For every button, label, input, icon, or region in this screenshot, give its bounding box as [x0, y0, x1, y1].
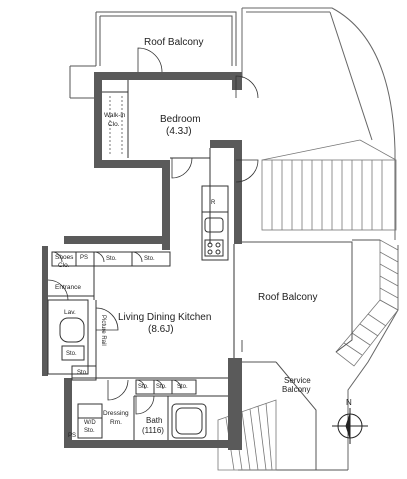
building-outline-right [241, 7, 399, 470]
walls [42, 72, 242, 450]
storage-entrance-1-label: Sto. [106, 256, 117, 262]
roof-balcony-top-label: Roof Balcony [144, 37, 204, 48]
closet-rail [109, 96, 123, 154]
compass-north-label: N [346, 398, 352, 407]
storage-hall-label: Sto. [77, 370, 88, 376]
storage-entrance-2-label: Sto. [144, 256, 155, 262]
picture-rail-label: Picture Rail [99, 315, 106, 346]
compass-icon [332, 408, 368, 444]
bath-label: Bath [146, 416, 163, 425]
dressing-room-label-2: Rm. [110, 419, 122, 426]
walk-in-closet-label: Walk-in [104, 112, 126, 119]
service-balcony-label: Service [284, 376, 311, 385]
storage-ldk-2-label: Sto. [156, 384, 167, 390]
washer-dryer-label: W/D [84, 420, 96, 426]
ps-top-label: PS [80, 255, 89, 261]
bedroom-label: Bedroom [160, 114, 201, 125]
storage-ldk-1-label: Sto. [138, 384, 149, 390]
refrigerator-label: R [211, 200, 216, 206]
dressing-room-label: Dressing [103, 410, 129, 417]
roof-balcony-right-area [241, 239, 380, 353]
ps-bottom-label: PS [68, 433, 77, 439]
interior-partitions [47, 80, 235, 440]
roof-balcony-right-label: Roof Balcony [258, 292, 318, 303]
shoes-closet-label-2: Clo. [58, 262, 70, 269]
ldk-label: Living Dining Kitchen [118, 312, 212, 323]
storage-ldk-3-label: Sto. [177, 384, 188, 390]
shoes-closet-label: Shoes [55, 254, 74, 261]
deck-slats-right [335, 239, 399, 367]
lavatory-label: Lav. [64, 309, 76, 316]
door-swings [47, 47, 259, 415]
storage-lav-label: Sto. [66, 351, 77, 357]
walk-in-closet-label-2: Clo. [108, 121, 120, 128]
deck-slats-upper [261, 139, 397, 231]
storage-dressing-label: Sto. [84, 428, 95, 434]
bath-size-label: (1116) [142, 426, 164, 435]
entrance-label: Entrance [55, 284, 82, 291]
stair-treads [217, 399, 277, 471]
bedroom-area-label: (4.3J) [166, 126, 192, 137]
service-balcony-label-2: Balcony [282, 385, 311, 394]
ldk-area-label: (8.6J) [148, 324, 174, 335]
roof-balcony-top-outline [69, 11, 237, 99]
